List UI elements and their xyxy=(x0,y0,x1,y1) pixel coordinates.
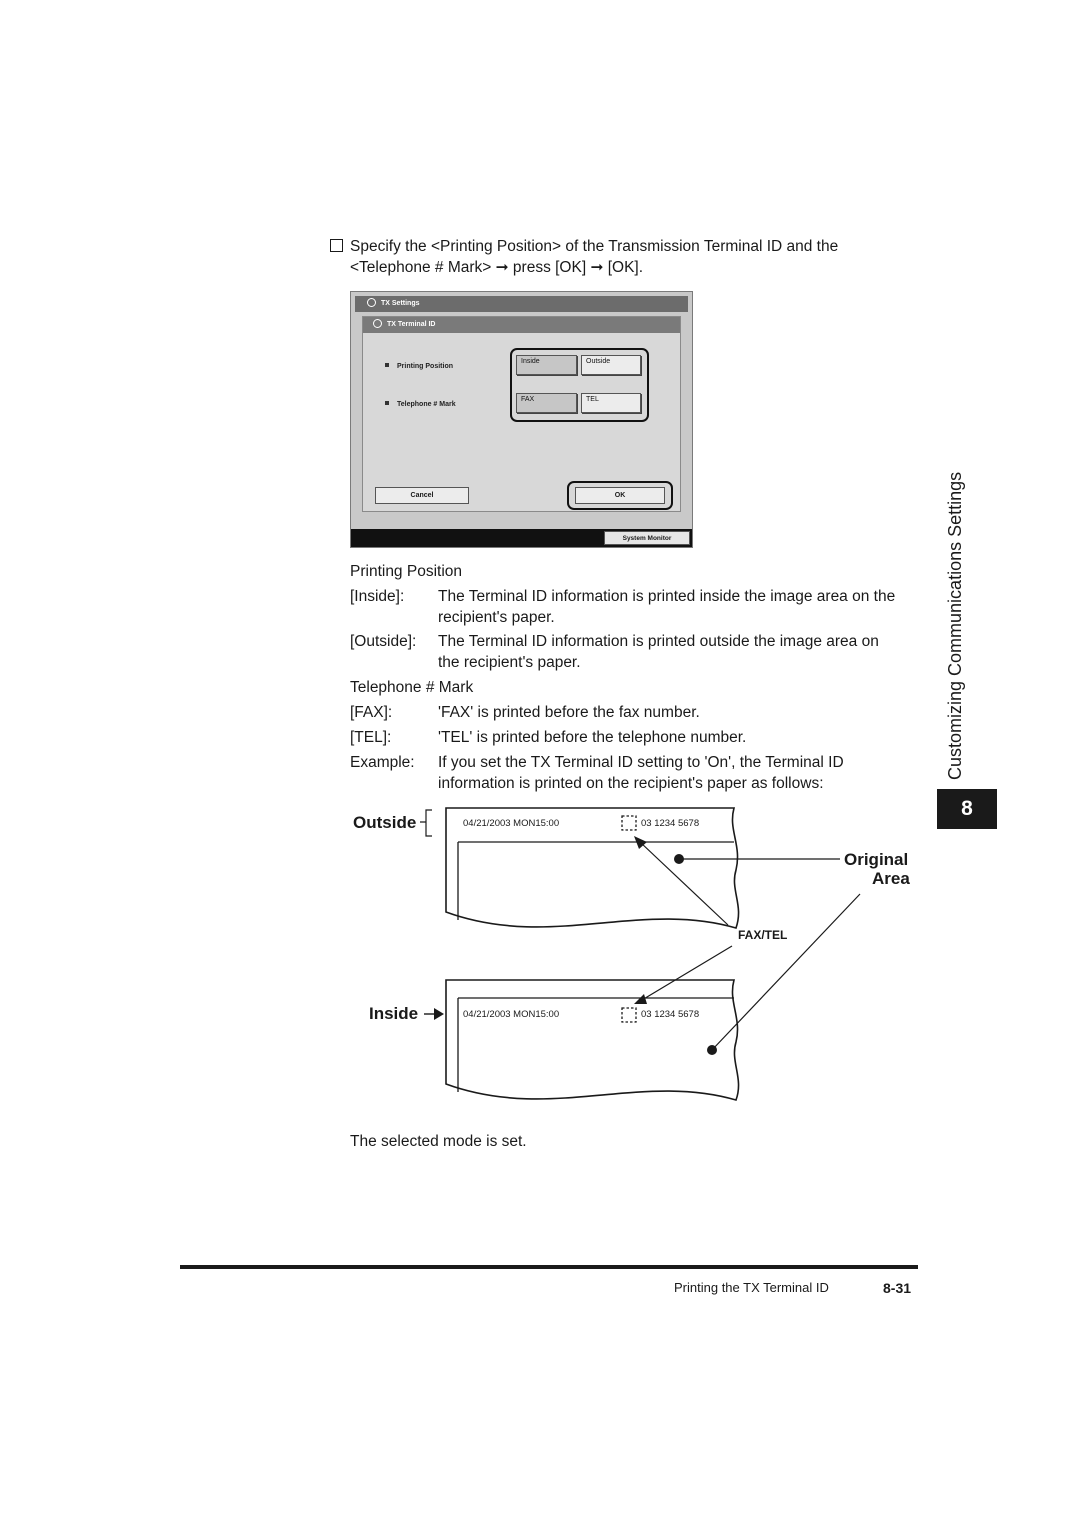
bullet-icon xyxy=(385,401,389,405)
instruction-line-2: <Telephone # Mark> ➞ press [OK] ➞ [OK]. xyxy=(350,259,644,276)
date-time-inside: 04/21/2003 MON15:00 xyxy=(463,1009,560,1020)
inside-desc-2: recipient's paper. xyxy=(438,609,555,626)
fax-tel-arrow-icon xyxy=(634,994,647,1004)
status-bar: System Monitor xyxy=(351,529,692,547)
outside-desc-1: The Terminal ID information is printed o… xyxy=(438,633,879,650)
checkbox-bullet-icon xyxy=(330,239,343,252)
inside-label: Inside xyxy=(369,1004,419,1023)
closing-text: The selected mode is set. xyxy=(350,1133,527,1150)
dialog-header: TX Terminal ID xyxy=(363,317,680,333)
inside-paper-sheet xyxy=(445,979,740,1101)
outside-bracket xyxy=(420,809,432,837)
phone-number-inside: 03 1234 5678 xyxy=(641,1009,700,1020)
footer-title: Printing the TX Terminal ID xyxy=(674,1280,829,1295)
inside-image-area xyxy=(457,997,734,1092)
fax-tel-mark-outside xyxy=(621,815,637,831)
area-label: Area xyxy=(872,869,910,888)
window-title: TX Settings xyxy=(381,300,420,307)
fax-tel-leader-outside xyxy=(639,841,729,926)
inside-button[interactable]: Inside xyxy=(516,355,577,375)
chapter-number: 8 xyxy=(937,789,997,829)
original-label: Original xyxy=(844,850,909,869)
fax-button[interactable]: FAX xyxy=(516,393,577,413)
printing-position-label: Printing Position xyxy=(385,363,453,370)
date-time-outside: 04/21/2003 MON15:00 xyxy=(463,818,560,829)
fax-tel-leader-inside xyxy=(641,945,733,1001)
inside-desc-1: The Terminal ID information is printed i… xyxy=(438,588,896,605)
instruction-line-1: Specify the <Printing Position> of the T… xyxy=(350,238,839,255)
tel-button[interactable]: TEL xyxy=(581,393,641,413)
system-monitor-button[interactable]: System Monitor xyxy=(604,531,690,545)
inside-arrow-icon xyxy=(434,1008,444,1020)
phone-number-outside: 03 1234 5678 xyxy=(641,818,700,829)
tel-term: [TEL]: xyxy=(350,729,392,746)
outside-desc-2: the recipient's paper. xyxy=(438,654,581,671)
ok-highlight xyxy=(567,481,673,510)
settings-icon xyxy=(373,319,382,328)
telephone-mark-label: Telephone # Mark xyxy=(385,401,456,408)
example-desc-2: information is printed on the recipient'… xyxy=(438,775,824,792)
inside-term: [Inside]: xyxy=(350,588,405,605)
fax-tel-mark-inside xyxy=(621,1007,637,1023)
fax-desc: 'FAX' is printed before the fax number. xyxy=(438,704,700,721)
settings-icon xyxy=(367,298,376,307)
outside-button[interactable]: Outside xyxy=(581,355,641,375)
instruction: Specify the <Printing Position> of the T… xyxy=(330,236,890,278)
dialog-title: TX Terminal ID xyxy=(387,321,436,328)
fax-tel-arrow-icon xyxy=(634,836,647,849)
side-tab-text: Customizing Communications Settings xyxy=(945,471,965,780)
outside-image-area xyxy=(457,841,734,920)
example-desc-1: If you set the TX Terminal ID setting to… xyxy=(438,754,844,771)
footer-rule xyxy=(180,1265,918,1269)
outside-paper-sheet xyxy=(445,807,740,929)
fax-term: [FAX]: xyxy=(350,704,393,721)
window-title-bar: TX Settings xyxy=(355,296,688,312)
page-number: 8-31 xyxy=(883,1280,912,1296)
cancel-button[interactable]: Cancel xyxy=(375,487,469,504)
original-area-leader xyxy=(711,893,861,1051)
outside-term: [Outside]: xyxy=(350,633,417,650)
tel-desc: 'TEL' is printed before the telephone nu… xyxy=(438,729,747,746)
telephone-mark-heading: Telephone # Mark xyxy=(350,679,474,696)
terminal-id-illustration xyxy=(420,807,861,1101)
side-tab: Customizing Communications Settings xyxy=(945,470,975,780)
fax-tel-label: FAX/TEL xyxy=(738,928,788,942)
ok-button[interactable]: OK xyxy=(575,487,665,504)
bullet-icon xyxy=(385,363,389,367)
outside-label: Outside xyxy=(353,813,417,832)
tx-terminal-id-screen: TX Settings TX Terminal ID Printing Posi… xyxy=(350,291,693,548)
printing-position-heading: Printing Position xyxy=(350,563,463,580)
selection-highlight xyxy=(510,348,649,422)
example-term: Example: xyxy=(350,754,415,771)
dialog: TX Terminal ID Printing Position Telepho… xyxy=(362,316,681,512)
